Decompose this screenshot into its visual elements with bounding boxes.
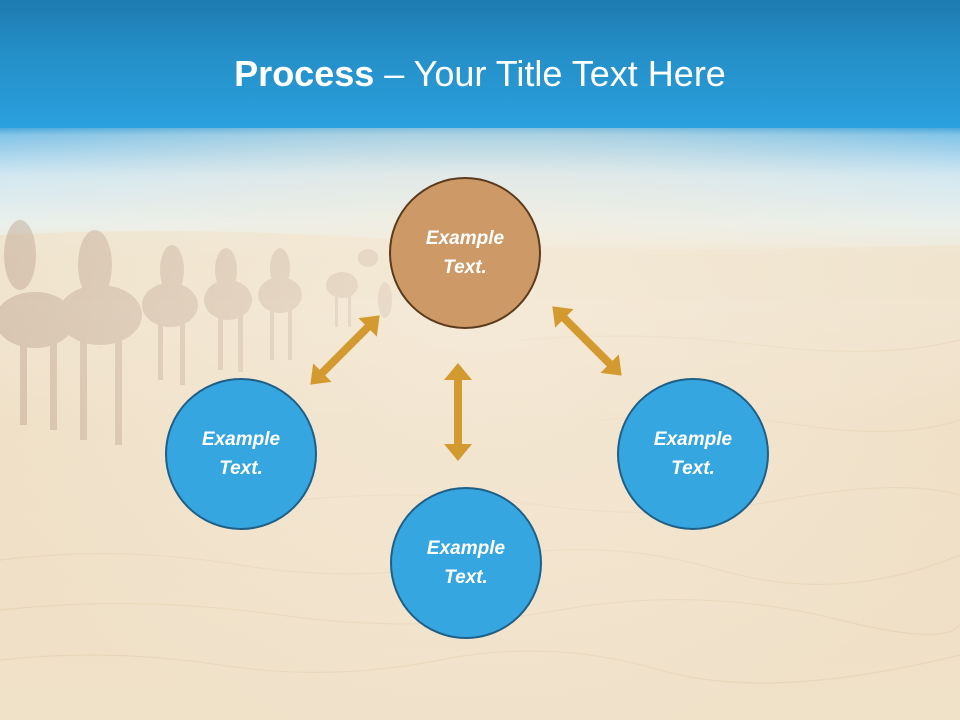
title-bold: Process: [234, 53, 375, 94]
node-left-label: Example Text.: [201, 429, 281, 479]
node-center-label: Example Text.: [425, 228, 505, 278]
node-left: Example Text.: [165, 378, 317, 530]
double-arrow-center-left: [310, 315, 380, 385]
node-right: Example Text.: [617, 378, 769, 530]
title-rest: – Your Title Text Here: [374, 53, 726, 94]
node-right-label: Example Text.: [653, 429, 733, 479]
double-arrow-center-bottom: [444, 363, 472, 461]
title-bar: [0, 0, 960, 128]
node-bottom: Example Text.: [390, 487, 542, 639]
node-bottom-label: Example Text.: [426, 538, 506, 588]
node-center: Example Text.: [389, 177, 541, 329]
slide-title: Process – Your Title Text Here: [0, 52, 960, 96]
double-arrow-center-right: [552, 306, 622, 376]
